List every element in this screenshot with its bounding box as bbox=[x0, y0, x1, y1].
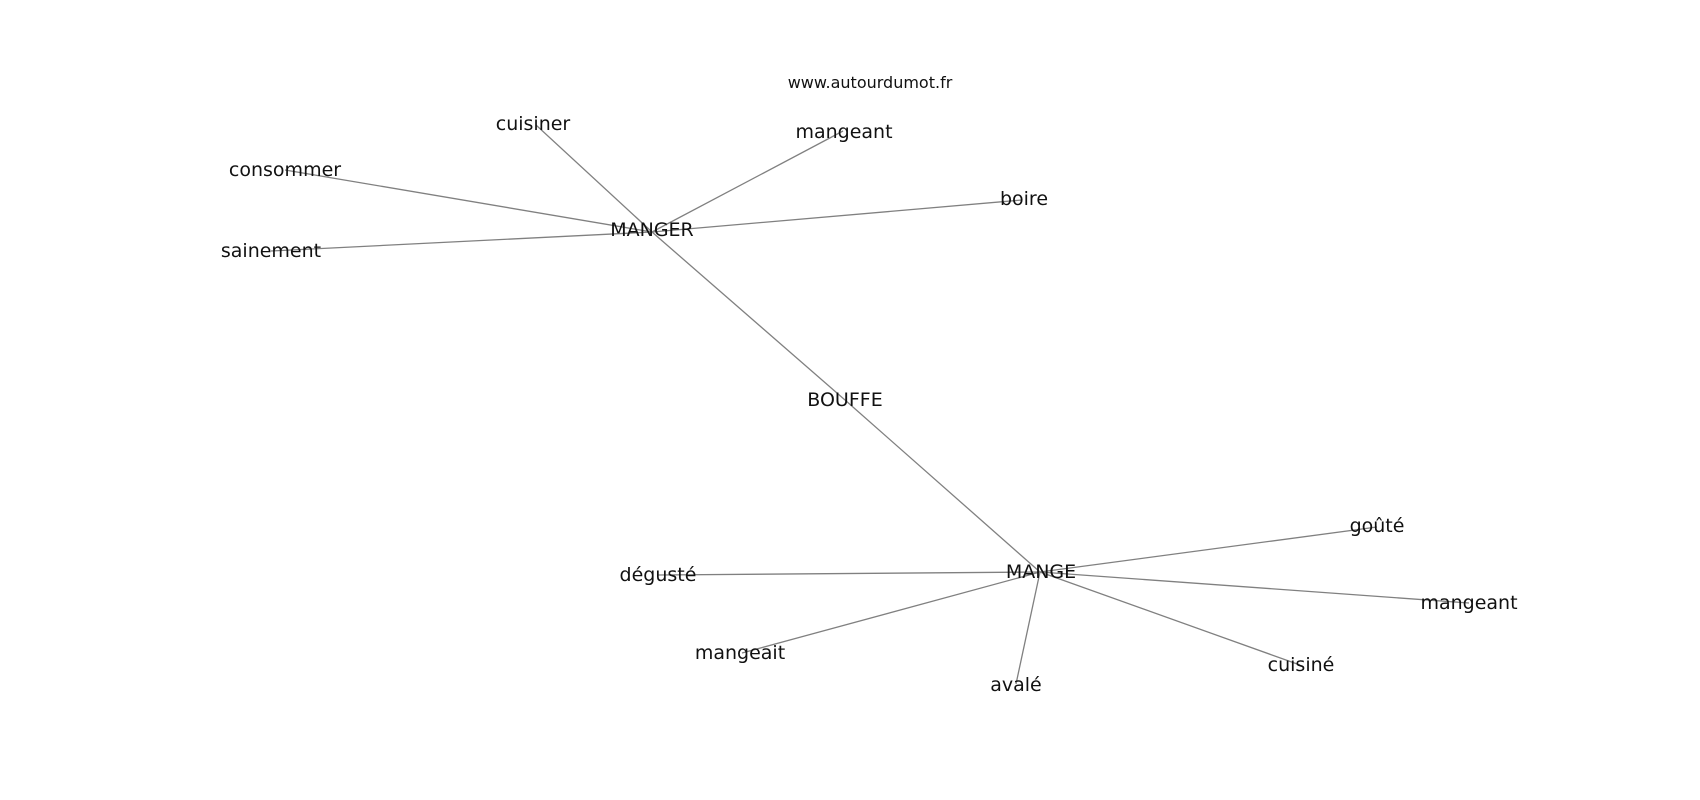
node-goute[interactable]: goûté bbox=[1350, 515, 1405, 537]
node-mangeant-1[interactable]: mangeant bbox=[795, 121, 892, 143]
node-sainement[interactable]: sainement bbox=[221, 240, 321, 262]
edge-mange-deguste bbox=[657, 571, 1041, 576]
node-mangeait[interactable]: mangeait bbox=[695, 642, 785, 664]
node-manger[interactable]: MANGER bbox=[610, 219, 694, 241]
node-avale[interactable]: avalé bbox=[990, 674, 1042, 696]
node-bouffe[interactable]: BOUFFE bbox=[807, 389, 882, 411]
edge-bouffe-mange bbox=[844, 399, 1041, 573]
node-cuisine[interactable]: cuisiné bbox=[1268, 654, 1335, 676]
edge-manger-sainement bbox=[270, 231, 653, 252]
node-consommer[interactable]: consommer bbox=[229, 159, 341, 181]
edge-mange-goute bbox=[1039, 526, 1378, 573]
node-boire[interactable]: boire bbox=[1000, 188, 1048, 210]
node-deguste[interactable]: dégusté bbox=[620, 564, 697, 586]
edge-manger-bouffe bbox=[651, 231, 846, 401]
edge-mange-cuisine bbox=[1039, 571, 1301, 666]
edge-manger-consommer bbox=[284, 169, 653, 233]
node-mangeant-2[interactable]: mangeant bbox=[1420, 592, 1517, 614]
source-watermark: www.autourdumot.fr bbox=[788, 73, 953, 92]
node-cuisiner[interactable]: cuisiner bbox=[496, 113, 571, 135]
edge-manger-cuisiner bbox=[535, 124, 653, 233]
edge-manger-boire bbox=[651, 199, 1023, 233]
node-mange[interactable]: MANGE bbox=[1006, 561, 1076, 583]
edge-mange-avale bbox=[1015, 571, 1041, 685]
graph-labels: www.autourdumot.fr BOUFFE MANGER cuisine… bbox=[221, 73, 1518, 696]
edge-mange-mangeait bbox=[741, 571, 1041, 654]
edge-manger-mangeant bbox=[651, 130, 844, 233]
graph-edges bbox=[270, 124, 1470, 685]
edge-mange-mangeant bbox=[1039, 571, 1470, 604]
